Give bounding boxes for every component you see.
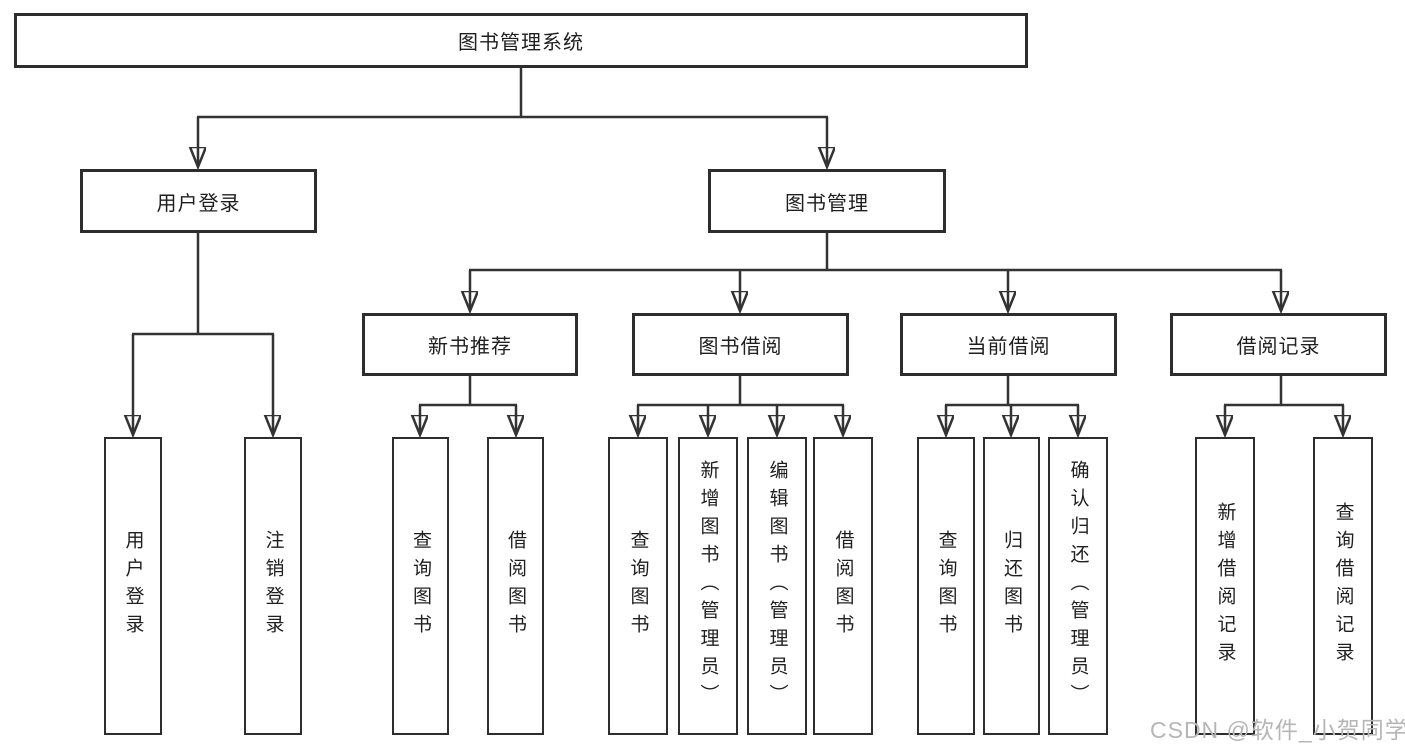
node-label: 编辑图书（管理员） [766,460,788,712]
leaf-confirm-return-admin: 确认归还（管理员） [1048,437,1108,735]
node-label: 确认归还（管理员） [1067,460,1089,712]
connector-new-book-children [419,376,517,434]
node-new-book-recommend: 新书推荐 [362,313,578,376]
node-label: 图书借阅 [698,336,783,358]
node-label: 借阅图书 [832,530,854,642]
node-label: 借阅图书 [505,530,526,642]
node-label: 用户登录 [122,530,144,642]
connector-current-borrow-children [945,376,1079,434]
node-label: 查询图书 [410,530,431,642]
node-label: 当前借阅 [966,336,1051,358]
node-label: 图书管理 [785,192,869,215]
leaf-user-login: 用户登录 [104,437,162,735]
leaf-edit-books-admin: 编辑图书（管理员） [747,437,807,735]
node-label: 新增图书（管理员） [697,460,719,712]
node-label: 注销登录 [262,530,284,642]
node-user-login: 用户登录 [80,169,317,233]
leaf-logout: 注销登录 [244,437,302,735]
node-label: 新书推荐 [428,336,512,358]
connector-root-to-level2 [197,67,828,166]
node-current-borrow: 当前借阅 [900,313,1117,376]
node-label: 用户登录 [156,192,241,215]
leaf-add-borrow-record: 新增借阅记录 [1195,437,1255,735]
node-book-borrow: 图书借阅 [632,313,849,376]
node-label: 查询图书 [935,530,957,642]
leaf-return-books: 归还图书 [983,437,1040,735]
node-label: 图书管理系统 [458,32,584,54]
node-label: 查询借阅记录 [1332,502,1354,670]
leaf-borrow-books-1: 借阅图书 [487,437,544,735]
node-label: 新增借阅记录 [1214,502,1236,670]
leaf-query-borrow-record: 查询借阅记录 [1313,437,1373,735]
leaf-query-books-1: 查询图书 [392,437,449,735]
leaf-borrow-books-2: 借阅图书 [813,437,873,735]
leaf-query-books-3: 查询图书 [917,437,975,735]
node-label: 查询图书 [627,530,649,642]
node-borrow-records: 借阅记录 [1170,313,1387,376]
connector-user-login-children [132,233,274,434]
leaf-add-books-admin: 新增图书（管理员） [678,437,738,735]
connector-book-management-children [469,233,1282,310]
watermark: CSDN @软件_小贺同学 [1150,717,1405,743]
connector-borrow-records-children [1224,376,1344,434]
node-book-management: 图书管理 [708,169,946,233]
node-label: 归还图书 [1001,530,1022,642]
connector-book-borrow-children [637,376,844,434]
node-library-management-system: 图书管理系统 [14,13,1028,68]
leaf-query-books-2: 查询图书 [608,437,668,735]
node-label: 借阅记录 [1236,336,1321,358]
